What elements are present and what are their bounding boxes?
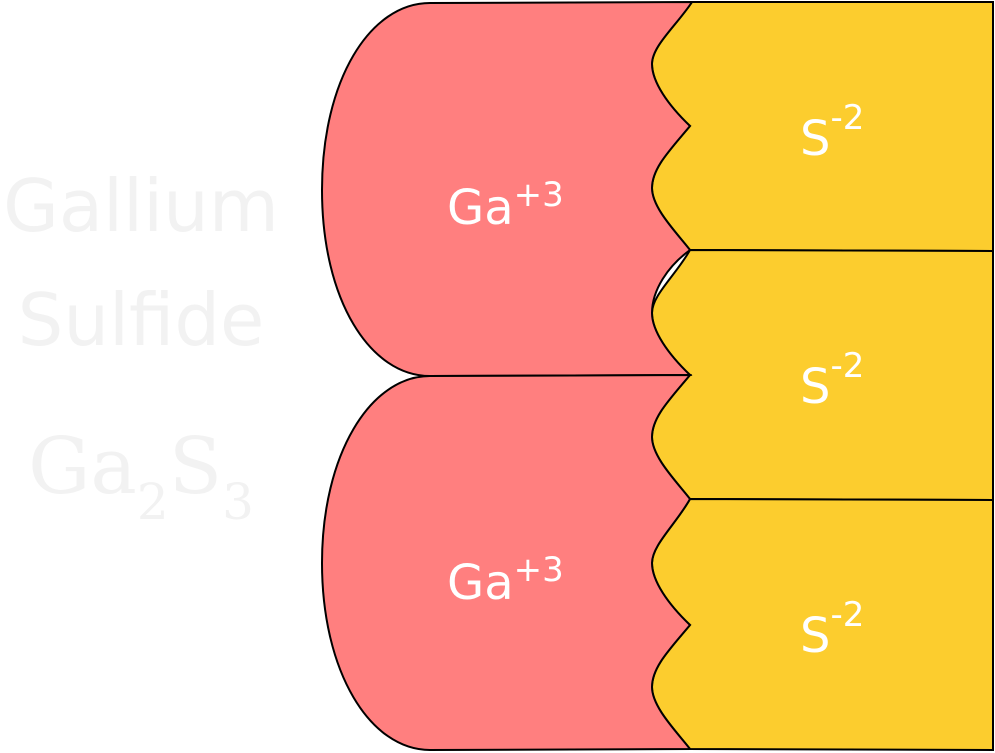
cation-block-2 (320, 373, 693, 752)
anion-label-1: S-2 (800, 98, 864, 167)
formula-subscript-sulfur: 3 (222, 473, 254, 531)
cation-2-symbol: Ga (447, 555, 514, 611)
anion-1-charge: -2 (830, 98, 864, 138)
anion-2-charge: -2 (830, 346, 864, 386)
cation-label-1: Ga+3 (447, 175, 564, 236)
compound-name-line2: Sulfide (17, 278, 265, 362)
cation-1-charge: +3 (514, 175, 564, 215)
cation-2-charge: +3 (514, 550, 564, 590)
anion-3-charge: -2 (830, 595, 864, 635)
cation-1-symbol: Ga (447, 180, 514, 236)
formula-element-gallium: Ga (28, 422, 137, 512)
anion-1-symbol: S (800, 111, 830, 167)
compound-name-line1: Gallium (3, 164, 279, 248)
cation-label-2: Ga+3 (447, 550, 564, 611)
chemical-formula: Ga2S3 (0, 428, 282, 527)
anion-label-2: S-2 (800, 346, 864, 415)
anion-label-3: S-2 (800, 595, 864, 664)
formula-subscript-gallium: 2 (136, 473, 169, 531)
anion-3-symbol: S (800, 608, 830, 664)
cation-block-1 (320, 0, 694, 378)
anion-2-symbol: S (800, 359, 830, 415)
formula-element-sulfur: S (168, 422, 223, 512)
